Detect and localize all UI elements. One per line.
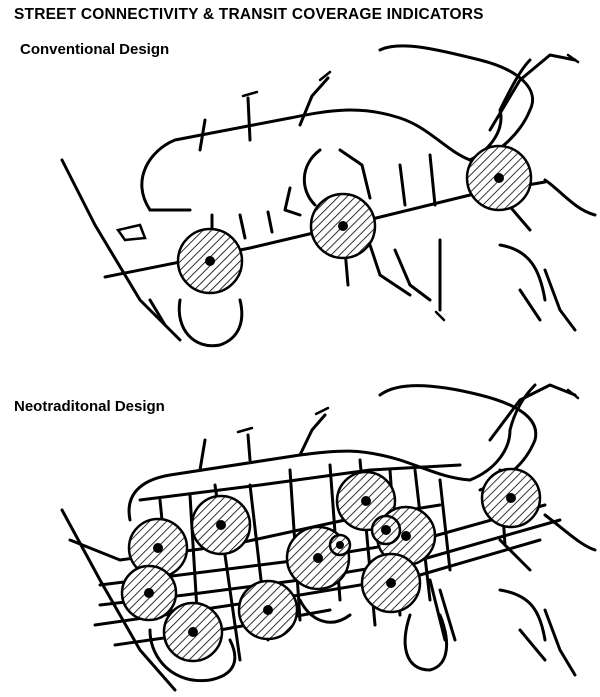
conventional-transit-stop-2 <box>338 221 348 231</box>
neotraditional-transit-stop-11 <box>506 493 516 503</box>
neotraditional-transit-stop-3 <box>188 627 198 637</box>
neotraditional-street-map <box>60 383 597 692</box>
neotraditional-transit-stop-9 <box>386 578 396 588</box>
neotraditional-transit-stop-10 <box>381 525 391 535</box>
neotraditional-design-label: Neotraditonal Design <box>14 398 165 415</box>
neotraditional-transit-stop-7 <box>361 496 371 506</box>
conventional-transit-stop-1 <box>205 256 215 266</box>
conventional-street-map <box>60 44 597 348</box>
neotraditional-transit-stop-8 <box>401 531 411 541</box>
conventional-transit-stop-3 <box>494 173 504 183</box>
neotraditional-transit-stop-1 <box>153 543 163 553</box>
neotraditional-transit-stop-6 <box>313 553 323 563</box>
neotraditional-transit-stop-12 <box>336 541 344 549</box>
neotraditional-transit-stop-4 <box>216 520 226 530</box>
neotraditional-transit-stop-2 <box>144 588 154 598</box>
conventional-transit-coverage <box>176 144 533 295</box>
neotraditional-transit-coverage <box>120 467 542 663</box>
neotraditional-transit-stop-5 <box>263 605 273 615</box>
conventional-design-label: Conventional Design <box>20 41 170 58</box>
figure-title: STREET CONNECTIVITY & TRANSIT COVERAGE I… <box>14 6 484 23</box>
